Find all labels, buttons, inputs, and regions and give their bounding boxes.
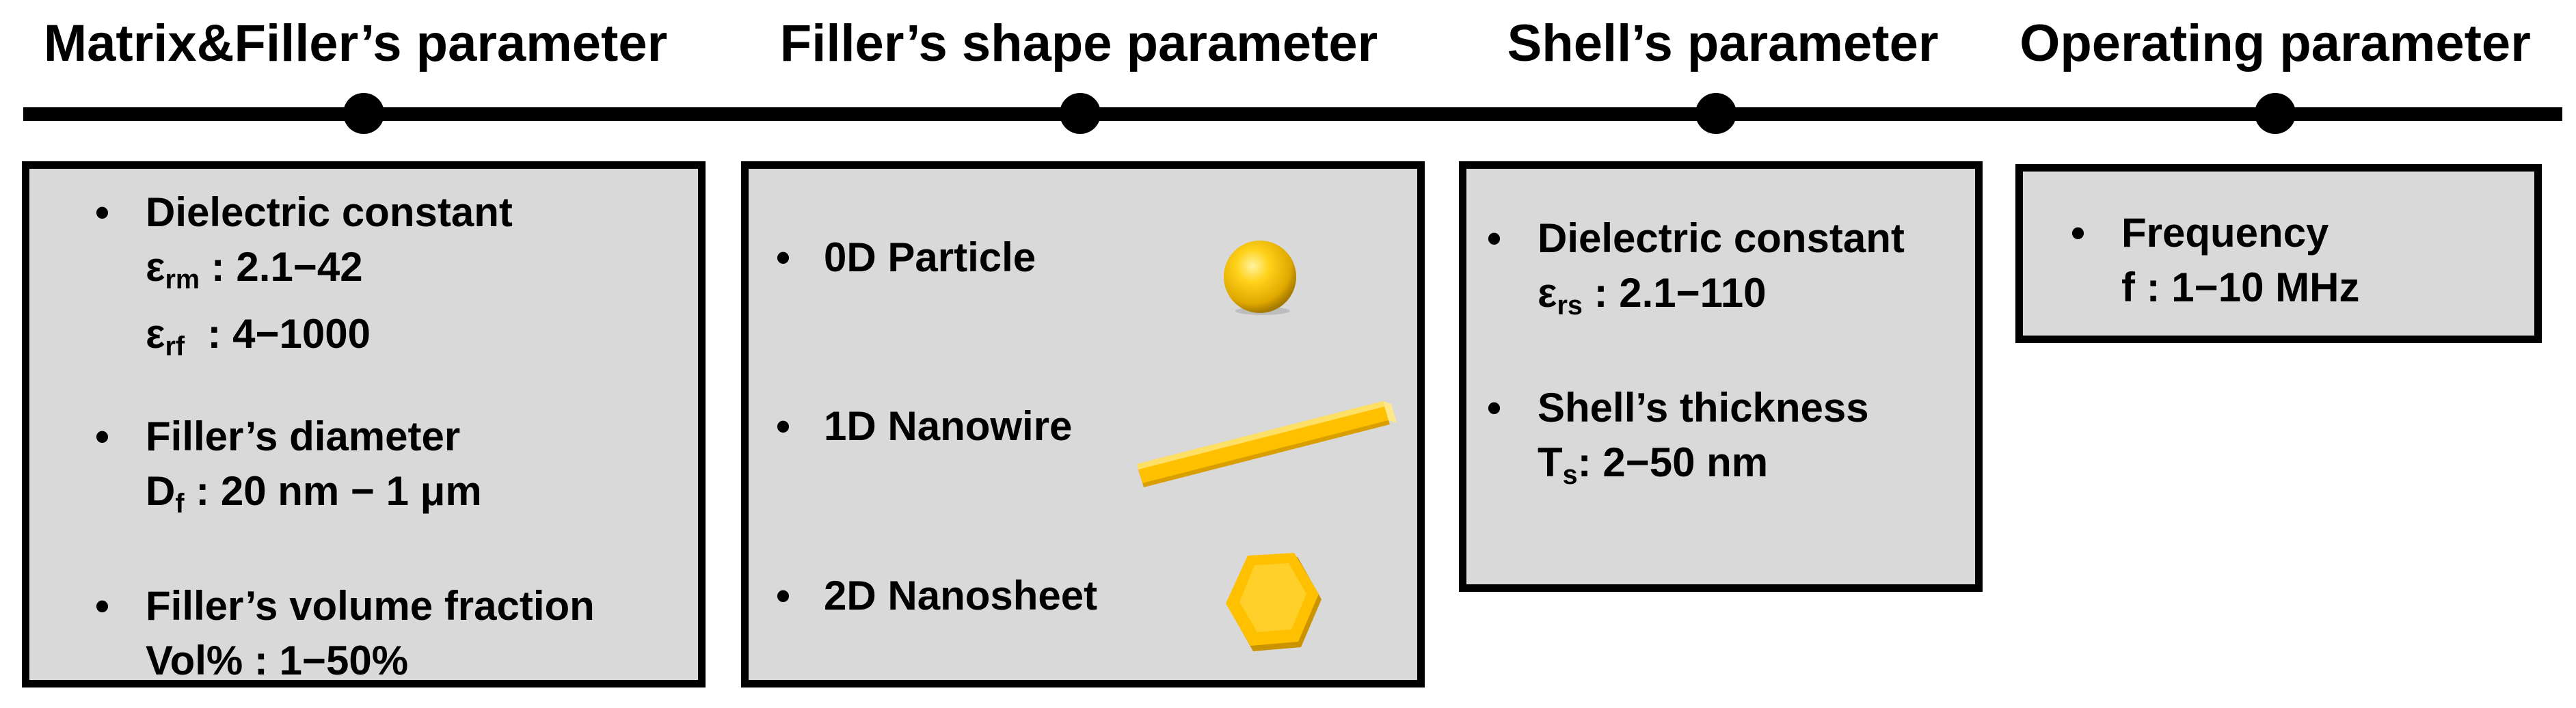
bullet-icon: • <box>95 413 110 459</box>
dielectric-constant-title: Dielectric constant <box>146 189 513 235</box>
shell-box: • Dielectric constant εrs : 2.1−110 • Sh… <box>1459 161 1983 592</box>
timeline-node-filler-shape <box>1060 93 1101 134</box>
shape-label-1d: 1D Nanowire <box>824 403 1073 449</box>
frequency-value: f : 1−10 MHz <box>2121 264 2360 310</box>
eps-rs-value: : 2.1−110 <box>1582 270 1767 316</box>
diameter-subscript: f <box>175 489 185 519</box>
shape-item-1d-nanowire: • 1D Nanowire <box>776 399 1073 454</box>
bullet-icon: • <box>776 573 791 618</box>
filler-shape-box: • 0D Particle • 1D Nanowire • 2D Nanoshe… <box>741 161 1425 687</box>
eps-rf-line: εrf : 4−1000 <box>146 307 513 374</box>
timeline-line <box>23 107 2562 121</box>
volume-fraction-title: Filler’s volume fraction <box>146 583 595 629</box>
volume-fraction-value: Vol% : 1−50% <box>146 638 409 683</box>
bullet-icon: • <box>95 583 110 629</box>
shape-label-2d: 2D Nanosheet <box>824 573 1098 618</box>
bullet-icon: • <box>776 403 791 449</box>
volume-fraction-entry: • Filler’s volume fraction Vol% : 1−50% <box>95 579 595 688</box>
eps-rs-line: εrs : 2.1−110 <box>1538 266 1905 333</box>
heading-matrix-filler: Matrix&Filler’s parameter <box>43 14 668 72</box>
eps-rf-subscript: rf <box>165 331 185 362</box>
shell-dielectric-entry: • Dielectric constant εrs : 2.1−110 <box>1487 211 1905 333</box>
shape-item-0d-particle: • 0D Particle <box>776 230 1036 285</box>
shell-thickness-line: Ts: 2−50 nm <box>1538 435 1869 502</box>
shape-label-0d: 0D Particle <box>824 234 1036 280</box>
timeline-node-operating <box>2255 93 2296 134</box>
eps-rf-symbol: ε <box>146 311 165 357</box>
shell-dielectric-title: Dielectric constant <box>1538 215 1905 261</box>
filler-diameter-title: Filler’s diameter <box>146 413 461 459</box>
heading-filler-shape: Filler’s shape parameter <box>779 14 1378 72</box>
eps-rs-subscript: rs <box>1557 290 1583 321</box>
matrix-filler-box: • Dielectric constant εrm : 2.1−42 εrf :… <box>22 161 706 687</box>
bullet-icon: • <box>95 189 110 235</box>
eps-rm-value: : 2.1−42 <box>200 244 363 290</box>
heading-operating: Operating parameter <box>2020 14 2531 72</box>
thickness-subscript: s <box>1562 460 1578 491</box>
eps-rm-line: εrm : 2.1−42 <box>146 240 513 307</box>
eps-rf-value: : 4−1000 <box>185 311 371 357</box>
eps-rs-symbol: ε <box>1538 270 1557 316</box>
frequency-title: Frequency <box>2121 210 2329 256</box>
eps-rm-subscript: rm <box>165 264 200 295</box>
rod-icon <box>1137 401 1397 487</box>
eps-rm-symbol: ε <box>146 244 165 290</box>
bullet-icon: • <box>2071 210 2086 256</box>
timeline-node-shell <box>1695 93 1736 134</box>
dielectric-constant-entry: • Dielectric constant εrm : 2.1−42 εrf :… <box>95 185 513 374</box>
hexagon-icon <box>1226 553 1321 651</box>
shape-item-2d-nanosheet: • 2D Nanosheet <box>776 569 1098 623</box>
diameter-symbol: D <box>146 468 176 514</box>
bullet-icon: • <box>1487 385 1502 431</box>
diameter-value: : 20 nm − 1 μm <box>184 468 482 514</box>
bullet-icon: • <box>776 234 791 280</box>
thickness-symbol: T <box>1538 439 1563 485</box>
sphere-icon <box>1224 241 1296 315</box>
thickness-value: : 2−50 nm <box>1577 439 1769 485</box>
heading-shell: Shell’s parameter <box>1507 14 1939 72</box>
frequency-entry: • Frequency f : 1−10 MHz <box>2071 206 2360 315</box>
timeline-node-matrix-filler <box>343 93 384 134</box>
bullet-icon: • <box>1487 215 1502 261</box>
filler-diameter-entry: • Filler’s diameter Df : 20 nm − 1 μm <box>95 409 482 531</box>
shell-thickness-entry: • Shell’s thickness Ts: 2−50 nm <box>1487 381 1869 502</box>
operating-box: • Frequency f : 1−10 MHz <box>2015 164 2542 343</box>
shell-thickness-title: Shell’s thickness <box>1538 385 1869 431</box>
filler-diameter-line: Df : 20 nm − 1 μm <box>146 464 482 531</box>
